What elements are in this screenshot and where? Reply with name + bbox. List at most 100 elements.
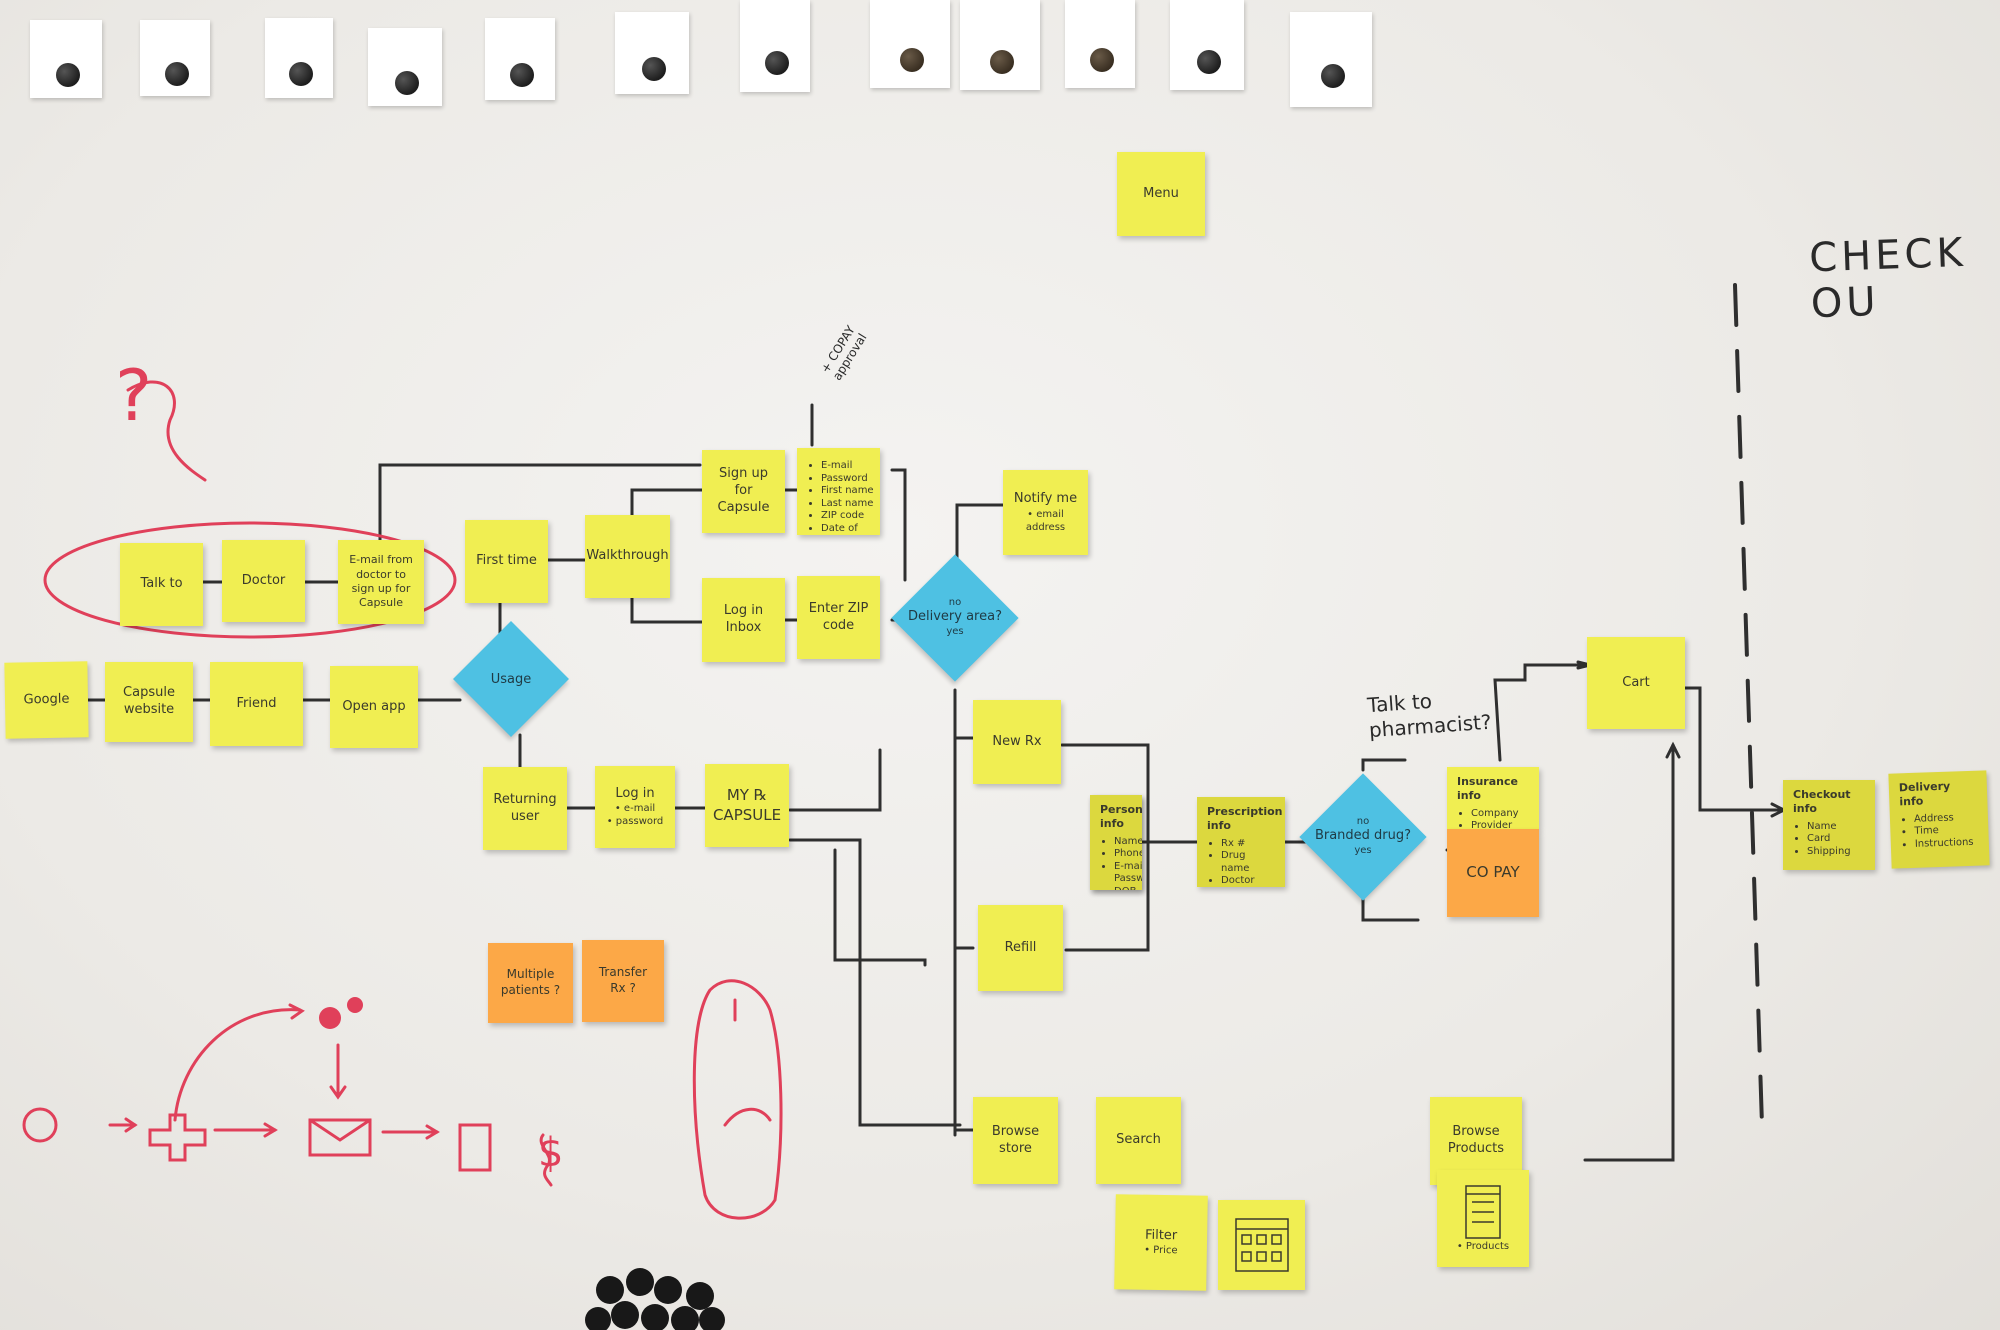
note-email-text: E-mail from doctor to sign up for Capsul… [349, 553, 413, 610]
note-prescription-info-title: Prescription info [1207, 805, 1283, 833]
note-prescription-info: Prescription info Rx #Drug nameDoctor na… [1197, 797, 1285, 887]
note-filter: Filter • Price [1114, 1194, 1208, 1291]
list-item: Shipping [1807, 846, 1851, 859]
list-item: Provider [1471, 820, 1527, 829]
note-log-in: Log in • e-mail • password [595, 766, 675, 848]
note-log-in-inbox: Log in Inbox [702, 578, 785, 662]
decision-usage-label: Usage [470, 655, 552, 705]
note-checkout-info: Checkout info NameCardShipping [1783, 780, 1875, 870]
note-personal-info-main: Personal info NamePhoneE-mail + Password… [1090, 795, 1142, 890]
note-friend: Friend [210, 662, 303, 746]
note-email-from-doctor: E-mail from doctor to sign up for Capsul… [338, 540, 424, 624]
note-cart: Cart [1587, 637, 1685, 729]
grid-sketch-icon [1234, 1218, 1289, 1272]
check-out-heading: CHECK OU [1808, 229, 1968, 328]
note-menu-text: Menu [1143, 185, 1179, 201]
note-products-sketch: • Products [1437, 1170, 1529, 1267]
note-products-text: • Products [1456, 1241, 1510, 1252]
note-insurance-info-title: Insurance info [1457, 775, 1518, 803]
list-item: Name [1114, 836, 1142, 849]
note-new-rx: New Rx [973, 700, 1061, 784]
note-multiple-patients: Multiple patients ? [488, 943, 573, 1023]
note-notify-me-text: Notify me [1013, 491, 1078, 507]
branded-drug-no: no [1356, 815, 1370, 827]
list-item: Rx # [1221, 838, 1275, 851]
note-open-app: Open app [330, 666, 418, 748]
note-signup-fields: E-mailPasswordFirst nameLast nameZIP cod… [797, 448, 880, 535]
research-card [615, 12, 689, 94]
note-delivery-info-title: Delivery info [1898, 779, 1951, 809]
note-copay-text: CO PAY [1466, 863, 1520, 882]
note-copay: CO PAY [1447, 829, 1539, 917]
magnet-icon [165, 61, 189, 86]
note-refill: Refill [978, 905, 1063, 991]
list-item: Name [1807, 821, 1851, 834]
talk-to-pharmacist-label: Talk to pharmacist? [1366, 688, 1493, 743]
list-item: E-mail [821, 460, 880, 473]
question-mark: ? [115, 355, 153, 437]
note-multiple-patients-text: Multiple patients ? [500, 967, 561, 997]
note-new-rx-text: New Rx [992, 733, 1042, 749]
note-store-sketch [1218, 1200, 1305, 1290]
delivery-area-question: Delivery area? [908, 609, 1002, 625]
prescription-fields-list: Rx #Drug nameDoctor nameDoctor phone [1207, 838, 1275, 887]
personal-fields-list: NamePhoneE-mail + PasswordDOBMale / Fema… [1100, 836, 1142, 890]
delivery-area-no: no [948, 596, 962, 608]
note-talk-to-text: Talk to [140, 576, 183, 592]
phone-sketch-icon [1465, 1185, 1501, 1239]
magnet-icon [510, 63, 534, 88]
note-my-capsule-text: MY ℞ CAPSULE [712, 786, 782, 824]
note-insurance-info: Insurance info CompanyProviderGroup ID # [1447, 767, 1539, 829]
magnet-icon [765, 50, 789, 75]
note-enter-zip-text: Enter ZIP code [808, 600, 869, 633]
note-refill-text: Refill [1004, 939, 1037, 955]
note-returning-user-text: Returning user [493, 791, 557, 824]
signup-fields-list: E-mailPasswordFirst nameLast nameZIP cod… [807, 460, 880, 535]
note-sign-up-text: Sign up for Capsule [717, 466, 770, 515]
delivery-fields-list: AddressTimeInstructions [1900, 811, 1974, 851]
note-search-text: Search [1116, 1132, 1161, 1148]
research-card [265, 18, 333, 98]
list-item: Card [1807, 833, 1851, 846]
note-browse-store-text: Browse store [991, 1123, 1040, 1156]
magnet-icon [289, 62, 313, 86]
list-item: Company [1471, 808, 1527, 821]
research-card [870, 0, 950, 88]
insurance-fields-list: CompanyProviderGroup ID # [1457, 808, 1527, 829]
magnet-icon [395, 70, 419, 95]
magnet-icon [56, 62, 80, 87]
note-menu: Menu [1117, 152, 1205, 236]
list-item: Date of birth [821, 523, 880, 536]
magnet-icon [1197, 49, 1221, 74]
note-talk-to: Talk to [120, 543, 203, 626]
note-transfer-rx: Transfer Rx ? [582, 940, 664, 1022]
list-item: Instructions [1915, 836, 1974, 851]
note-sign-up: Sign up for Capsule [702, 450, 785, 533]
note-filter-text: Filter [1144, 1227, 1178, 1243]
magnet-icon [900, 48, 924, 73]
research-card [740, 0, 810, 92]
list-item: E-mail + Password [1114, 861, 1142, 886]
list-item: Last name [821, 498, 880, 511]
note-google: Google [4, 661, 89, 739]
magnet-icon [1321, 64, 1345, 89]
list-item: Drug name [1221, 850, 1275, 875]
note-walkthrough-text: Walkthrough [586, 548, 669, 564]
magnet-icon [642, 57, 666, 82]
note-browse-products-text: Browse Products [1447, 1124, 1505, 1156]
note-personal-info-title: Personal info [1100, 803, 1142, 831]
note-first-time: First time [465, 520, 548, 603]
note-notify-me-sub: • email address [1025, 508, 1066, 533]
note-search: Search [1096, 1097, 1181, 1184]
note-friend-text: Friend [236, 695, 277, 711]
list-item: First name [821, 485, 880, 498]
list-item: Doctor name [1221, 875, 1275, 887]
note-capsule-website-text: Capsule website [123, 685, 175, 717]
list-item: Password [821, 473, 880, 486]
note-open-app-text: Open app [342, 698, 406, 714]
research-card [1065, 0, 1135, 88]
note-google-text: Google [23, 691, 70, 707]
usage-text: Usage [490, 671, 532, 687]
